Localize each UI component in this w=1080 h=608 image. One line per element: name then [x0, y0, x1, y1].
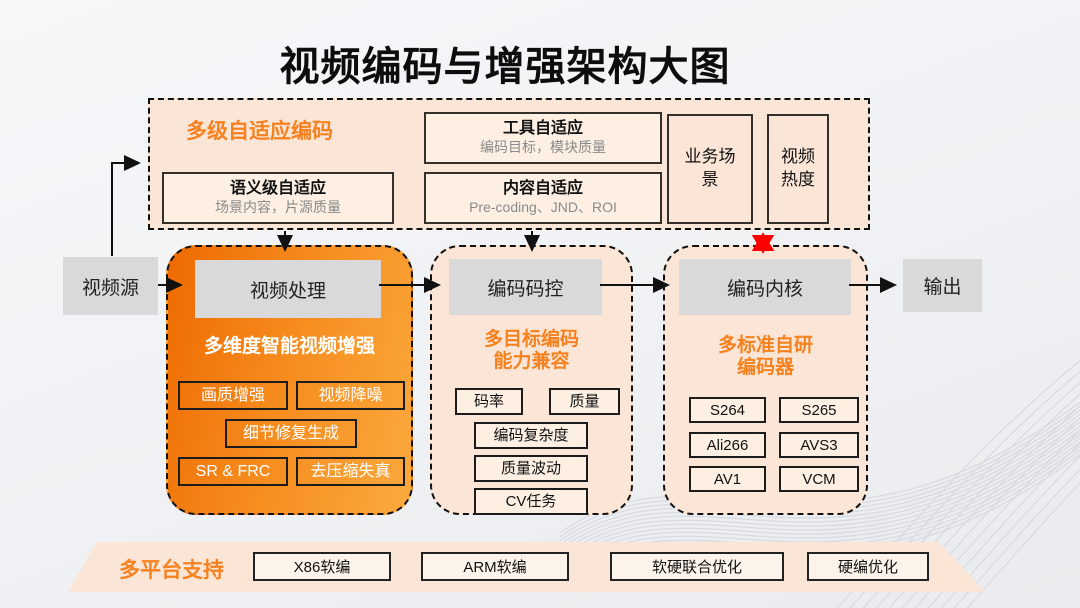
codec-heading: 多标准自研 编码器	[665, 335, 866, 379]
content-adaptive-box: 内容自适应 Pre-coding、JND、ROI	[424, 172, 662, 224]
codec-item-av1: AV1	[689, 466, 766, 492]
enhance-item-detail-restore: 细节修复生成	[225, 419, 357, 448]
platform-heading: 多平台支持	[119, 559, 224, 582]
objective-heading-line2: 能力兼容	[493, 351, 570, 372]
video-source-box: 视频源	[63, 257, 158, 315]
enhance-item-deartifact: 去压缩失真	[296, 457, 405, 486]
business-scene-box: 业务场景	[667, 114, 753, 224]
semantic-adaptive-box: 语义级自适应 场景内容，片源质量	[162, 172, 394, 224]
codec-item-ali266: Ali266	[689, 432, 766, 458]
tool-adaptive-box: 工具自适应 编码目标，模块质量	[424, 112, 662, 164]
objective-item-complexity: 编码复杂度	[474, 422, 588, 449]
platform-item-x86: X86软编	[253, 552, 391, 581]
video-enhance-panel: 视频处理 多维度智能视频增强 画质增强 视频降噪 细节修复生成 SR & FRC…	[166, 245, 413, 515]
codec-item-s264: S264	[689, 397, 766, 423]
semantic-adaptive-title: 语义级自适应	[229, 180, 326, 198]
multi-objective-panel: 编码码控 多目标编码 能力兼容 码率 质量 编码复杂度 质量波动 CV任务	[430, 245, 633, 515]
rate-control-box: 编码码控	[449, 259, 602, 315]
video-heat-box: 视频热度	[767, 114, 829, 224]
codec-item-vcm: VCM	[779, 466, 859, 492]
page-title: 视频编码与增强架构大图	[279, 45, 731, 89]
enhance-item-sr-frc: SR & FRC	[178, 457, 288, 486]
adaptive-coding-panel: 多级自适应编码 语义级自适应 场景内容，片源质量 工具自适应 编码目标，模块质量…	[148, 98, 870, 230]
codec-panel: 编码内核 多标准自研 编码器 S264 S265 Ali266 AVS3 AV1…	[663, 245, 868, 515]
objective-item-cv-task: CV任务	[474, 488, 588, 515]
codec-item-avs3: AVS3	[779, 432, 859, 458]
video-processing-box: 视频处理	[195, 260, 381, 318]
objective-item-fluctuation: 质量波动	[474, 455, 588, 482]
tool-adaptive-title: 工具自适应	[502, 120, 583, 138]
platform-item-hw-sw: 软硬联合优化	[610, 552, 784, 581]
platform-item-hw-encode: 硬编优化	[807, 552, 929, 581]
adaptive-panel-heading: 多级自适应编码	[186, 120, 333, 143]
content-adaptive-subtitle: Pre-coding、JND、ROI	[469, 199, 617, 216]
encoder-core-box: 编码内核	[679, 259, 851, 315]
semantic-adaptive-subtitle: 场景内容，片源质量	[215, 199, 341, 216]
codec-item-s265: S265	[779, 397, 859, 423]
codec-heading-line1: 多标准自研	[717, 335, 813, 356]
tool-adaptive-subtitle: 编码目标，模块质量	[480, 139, 606, 156]
objective-heading-line1: 多目标编码	[483, 329, 579, 350]
enhance-heading: 多维度智能视频增强	[203, 336, 375, 357]
codec-heading-line2: 编码器	[736, 357, 794, 378]
content-adaptive-title: 内容自适应	[502, 180, 583, 198]
objective-heading: 多目标编码 能力兼容	[432, 329, 631, 373]
platform-support-bar: 多平台支持 X86软编 ARM软编 软硬联合优化 硬编优化	[68, 542, 985, 592]
objective-item-quality: 质量	[549, 388, 620, 415]
enhance-item-denoise: 视频降噪	[296, 381, 405, 410]
enhance-item-quality: 画质增强	[178, 381, 288, 410]
arrow-source-to-adaptive	[111, 155, 141, 256]
output-box: 输出	[903, 259, 982, 312]
platform-item-arm: ARM软编	[421, 552, 569, 581]
objective-item-bitrate: 码率	[455, 388, 523, 415]
